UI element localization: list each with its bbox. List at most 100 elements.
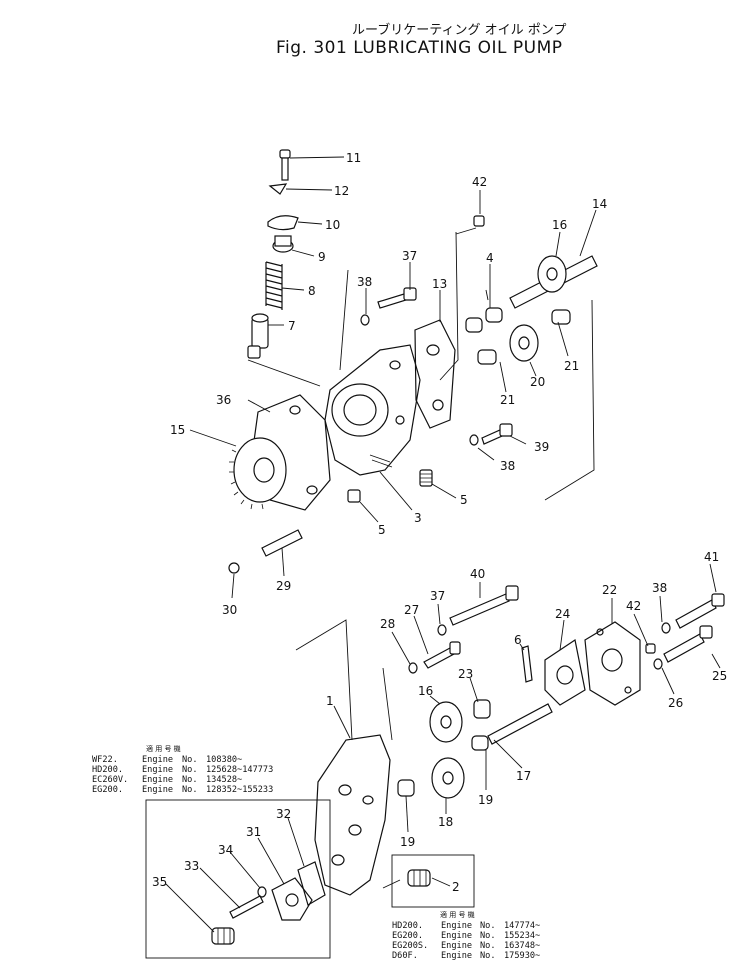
part-15-gear	[229, 437, 287, 510]
applicability-box-right	[391, 854, 475, 908]
callout-21-right: 21	[564, 359, 579, 373]
part-23-bushing	[473, 699, 491, 719]
callout-18: 18	[438, 815, 453, 829]
part-37-bolt	[377, 287, 417, 309]
part-12-pin	[268, 183, 288, 195]
svg-text:HD200.: HD200.	[392, 921, 423, 931]
serial-header: 適 用 号 機	[146, 744, 181, 753]
callout-17: 17	[516, 769, 531, 783]
callout-30: 30	[222, 603, 237, 617]
part-35-plug	[211, 927, 235, 945]
callout-19-right: 19	[478, 793, 493, 807]
callout-26: 26	[668, 696, 683, 710]
serial-row: EG200. Engine No. 128352~155233	[92, 785, 273, 795]
callout-32: 32	[276, 807, 291, 821]
callout-5-right: 5	[460, 493, 468, 507]
part-18-gear	[431, 757, 465, 799]
callout-6: 6	[514, 633, 522, 647]
callout-1: 1	[326, 694, 334, 708]
serial-row: WF22. Engine No. 108380~	[92, 755, 242, 765]
callout-15: 15	[170, 423, 185, 437]
callout-24: 24	[555, 607, 570, 621]
svg-text:WF22.: WF22.	[92, 755, 118, 765]
part-22-cover	[584, 621, 641, 706]
part-31-flange	[271, 877, 313, 921]
part-29-shaft	[261, 529, 303, 557]
svg-text:Engine: Engine	[142, 775, 173, 785]
callout-8: 8	[308, 284, 316, 298]
part-41-bolt	[675, 593, 725, 629]
svg-text:No.: No.	[182, 765, 198, 775]
svg-text:D60F.: D60F.	[392, 951, 418, 961]
svg-text:HD200.: HD200.	[92, 765, 123, 775]
callout-2: 2	[452, 880, 460, 894]
part-6-pin	[521, 645, 533, 683]
part-10-clip	[267, 215, 299, 231]
svg-text:EC260V.: EC260V.	[92, 775, 128, 785]
svg-text:Engine: Engine	[441, 941, 472, 951]
callout-27: 27	[404, 603, 419, 617]
callout-31: 31	[246, 825, 261, 839]
svg-text:Engine: Engine	[142, 765, 173, 775]
part-40-bolt	[449, 585, 519, 626]
callout-42-lower: 42	[626, 599, 641, 613]
svg-text:EG200.: EG200.	[392, 931, 423, 941]
callout-23: 23	[458, 667, 473, 681]
svg-text:No.: No.	[480, 951, 496, 961]
part-1-housing	[314, 734, 391, 896]
callout-39: 39	[534, 440, 549, 454]
svg-text:No.: No.	[480, 941, 496, 951]
svg-text:EG200.: EG200.	[92, 785, 123, 795]
part-38-washer	[360, 314, 479, 446]
part-3-pump-body	[324, 344, 421, 476]
serial-header: 適 用 号 機	[440, 910, 475, 919]
part-24-gasket	[544, 639, 586, 706]
serial-row: D60F. Engine No. 175930~	[392, 951, 540, 961]
serial-row: HD200. Engine No. 125628~147773	[92, 765, 273, 775]
figure-title: Fig. 301 LUBRICATING OIL PUMP	[276, 38, 563, 58]
part-17-shaft	[487, 703, 553, 745]
callout-25: 25	[712, 669, 727, 683]
callout-13: 13	[432, 277, 447, 291]
callout-36: 36	[216, 393, 231, 407]
callout-34: 34	[218, 843, 233, 857]
callout-3: 3	[414, 511, 422, 525]
part-8-spring	[265, 261, 283, 310]
svg-text:Engine: Engine	[441, 951, 472, 961]
part-21-bushing	[477, 309, 571, 365]
callout-12: 12	[334, 184, 349, 198]
part-34-washer	[257, 886, 267, 898]
callout-38-lower: 38	[652, 581, 667, 595]
part-30-ring	[228, 562, 240, 574]
part-27-bolt	[423, 641, 461, 669]
svg-text:EG200S.: EG200S.	[392, 941, 428, 951]
part-9-cap	[272, 235, 294, 253]
callout-37-upper: 37	[402, 249, 417, 263]
callout-22: 22	[602, 583, 617, 597]
svg-text:Engine: Engine	[441, 931, 472, 941]
serial-row: EG200S. Engine No. 163748~	[392, 941, 540, 951]
svg-text:128352~155233: 128352~155233	[206, 785, 273, 795]
callout-leaders	[165, 156, 721, 933]
part-13-gasket	[414, 319, 456, 429]
part-11-bolt	[279, 149, 291, 181]
part-39-bolt	[481, 423, 513, 445]
callout-19-left: 19	[400, 835, 415, 849]
svg-text:No.: No.	[182, 785, 198, 795]
svg-text:108380~: 108380~	[206, 755, 242, 765]
svg-text:163748~: 163748~	[504, 941, 540, 951]
part-42-fitting-lower	[645, 643, 656, 654]
callout-21-left: 21	[500, 393, 515, 407]
part-washers-lower	[408, 622, 671, 674]
callout-4: 4	[486, 251, 494, 265]
serial-table-right: 適 用 号 機 HD200. Engine No. 147774~ EG200.…	[392, 910, 540, 961]
svg-text:Engine: Engine	[142, 785, 173, 795]
callout-10: 10	[325, 218, 340, 232]
svg-text:Engine: Engine	[142, 755, 173, 765]
svg-text:125628~147773: 125628~147773	[206, 765, 273, 775]
svg-text:No.: No.	[182, 775, 198, 785]
part-16-gear-upper	[537, 255, 567, 293]
svg-text:134528~: 134528~	[206, 775, 242, 785]
svg-text:147774~: 147774~	[504, 921, 540, 931]
serial-table-left: 適 用 号 機 WF22. Engine No. 108380~ HD200. …	[92, 744, 273, 795]
